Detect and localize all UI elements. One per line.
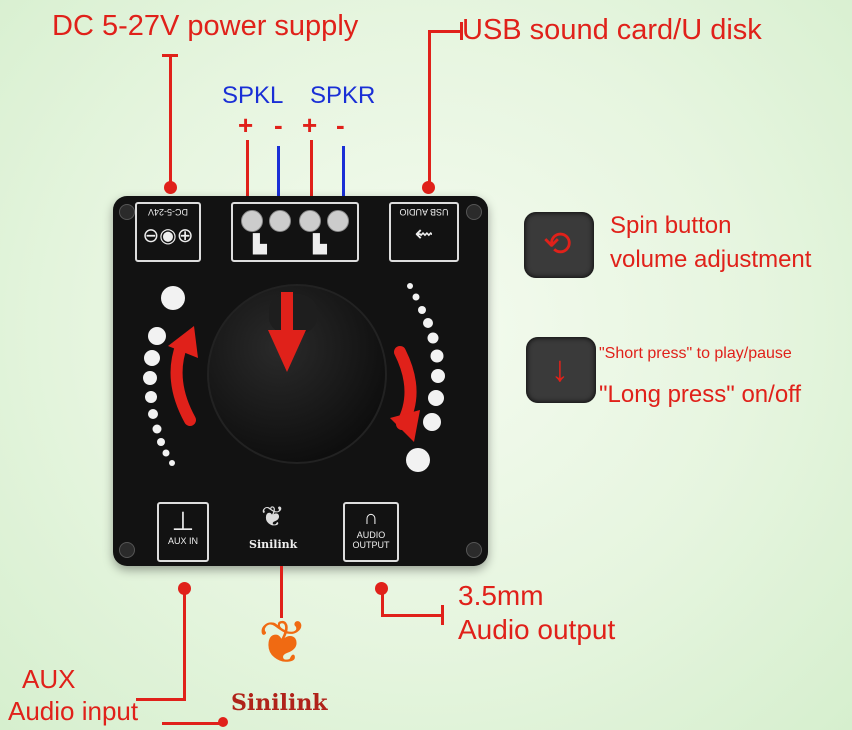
speaker-icon: ▙ <box>253 234 267 254</box>
spkr-plus: + <box>302 110 318 140</box>
volume-knob[interactable] <box>207 284 387 464</box>
led-dot <box>423 318 433 328</box>
screw-icon <box>466 542 482 558</box>
left-led-arc <box>143 286 185 466</box>
power-supply-label: DC 5-27V power supply <box>52 10 359 42</box>
aux-silk-text: AUX IN <box>167 536 198 546</box>
led-dot <box>143 371 157 385</box>
screw-icon <box>119 542 135 558</box>
power-leader <box>169 54 172 182</box>
terminal-screw-icon <box>241 210 263 232</box>
board-brand-text: Sinilink <box>249 538 298 551</box>
board-logo-icon: ❦ <box>261 501 285 532</box>
aux-label-1: AUX <box>22 664 76 694</box>
screw-icon <box>119 204 135 220</box>
led-dot <box>161 286 185 310</box>
press-label-1: "Short press" to play/pause <box>599 345 792 362</box>
speaker-terminals: ▙ ▙ <box>231 202 359 262</box>
led-dot <box>406 448 430 472</box>
press-arrow-shaft-icon <box>281 292 293 334</box>
press-arrowhead-icon <box>268 330 306 372</box>
spkr-minus: - <box>336 110 345 140</box>
led-dot <box>430 349 444 363</box>
led-dot <box>407 283 413 289</box>
terminal-screw-icon <box>327 210 349 232</box>
sinilink-brand-text: Sinilink <box>231 690 328 716</box>
output-dot <box>375 582 388 595</box>
led-dot <box>431 369 445 383</box>
spin-button-icon: ⟲ <box>524 212 594 278</box>
spkl-minus: - <box>274 110 283 140</box>
led-dot <box>169 460 175 466</box>
led-dot <box>157 438 165 446</box>
led-dot <box>418 306 426 314</box>
rotate-right-arrowhead-icon <box>390 410 420 442</box>
dc-polarity-icon: ⊖◉⊕ <box>142 225 194 247</box>
output-label-1: 3.5mm <box>458 580 544 611</box>
speaker-icon: ▙ <box>313 234 327 254</box>
screw-icon <box>466 204 482 220</box>
brand-leader <box>280 566 283 618</box>
led-dot <box>427 332 439 344</box>
led-dot <box>148 327 166 345</box>
wire-spkr-plus <box>310 140 313 202</box>
spkr-label: SPKR <box>310 82 376 109</box>
aux-dot <box>178 582 191 595</box>
headphone-icon: ∩ <box>363 507 379 529</box>
aux-leader-bottom <box>136 698 186 701</box>
press-down-arrow-icon: ↓ <box>551 348 569 389</box>
spin-label-1: Spin button <box>610 212 732 239</box>
aux-in-jack: ⊥ AUX IN <box>157 502 209 562</box>
terminal-screw-icon <box>299 210 321 232</box>
power-dot <box>164 181 177 194</box>
usb-label: USB sound card/U disk <box>462 14 762 46</box>
led-dot <box>412 293 420 301</box>
rotate-left-arrow-icon <box>170 338 196 426</box>
audio-silk-text-1: AUDIO <box>356 530 386 540</box>
led-dot <box>148 409 158 419</box>
wire-spkl-plus <box>246 140 249 202</box>
press-label-2: "Long press" on/off <box>599 381 802 408</box>
spin-label-2: volume adjustment <box>610 246 812 273</box>
spin-arrows-icon: ⟲ <box>543 225 572 263</box>
output-leader <box>381 590 384 616</box>
press-button-icon: ↓ <box>526 337 596 403</box>
wire-spkr-minus <box>342 146 345 202</box>
usb-leader-cap <box>460 22 463 40</box>
aux-leader <box>183 590 186 700</box>
audio-output-jack: ∩ AUDIO OUTPUT <box>343 502 399 562</box>
sinilink-logo-icon: ❦ <box>257 609 309 676</box>
output-leader-right <box>381 614 443 617</box>
usb-dot <box>422 181 435 194</box>
audio-silk-text-2: OUTPUT <box>352 540 390 550</box>
terminal-screw-icon <box>269 210 291 232</box>
spkl-label: SPKL <box>222 82 284 109</box>
right-led-arc <box>406 283 445 472</box>
spkl-plus: + <box>238 110 254 140</box>
aux-label-2: Audio input <box>8 696 139 726</box>
led-dot <box>145 391 157 403</box>
led-dot <box>428 390 444 406</box>
led-dot <box>162 449 170 457</box>
usb-leader <box>428 30 431 182</box>
wire-spkl-minus <box>277 146 280 202</box>
led-dot <box>423 413 441 431</box>
rotate-left-arrowhead-icon <box>168 326 198 358</box>
brand-dot <box>218 717 228 727</box>
usb-leader-top <box>428 30 462 33</box>
led-dot <box>152 424 162 434</box>
led-dot <box>144 350 160 366</box>
usb-icon: ⇜ <box>414 221 434 246</box>
aux-plug-icon: ⊥ <box>171 506 195 536</box>
usb-port: USB AUDIO ⇜ <box>389 202 459 262</box>
output-leader-cap <box>441 605 444 625</box>
output-label-2: Audio output <box>458 614 616 645</box>
dc-jack: DC-5-24V ⊖◉⊕ <box>135 202 201 262</box>
brand-leader-bottom <box>162 722 222 725</box>
